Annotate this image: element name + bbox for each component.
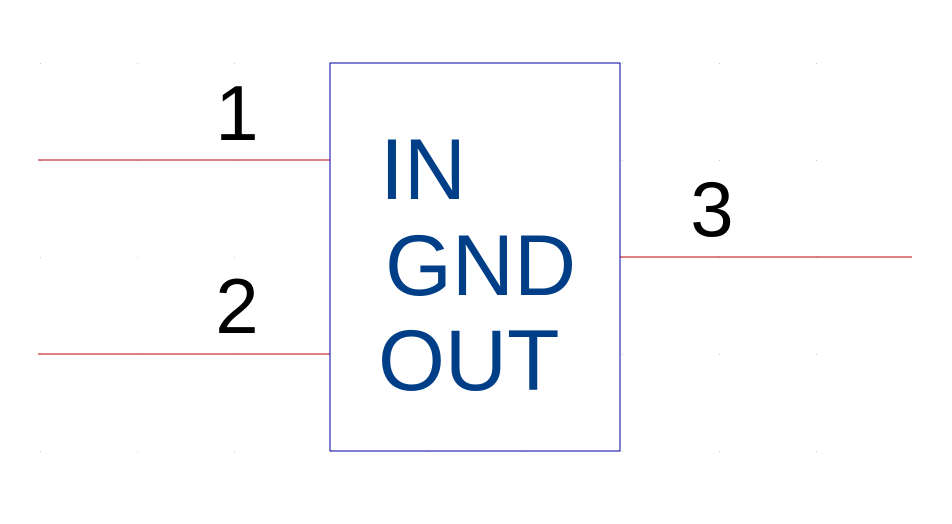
grid-dot	[719, 63, 720, 64]
grid-dot	[234, 451, 235, 452]
grid-dot	[622, 451, 623, 452]
pin-1-number: 1	[215, 69, 258, 157]
grid-dot	[719, 354, 720, 355]
grid-dot	[622, 63, 623, 64]
grid-dot	[816, 160, 817, 161]
grid-dot	[40, 451, 41, 452]
grid-dot	[622, 160, 623, 161]
pin-3-number: 3	[690, 165, 733, 253]
grid-dot	[137, 257, 138, 258]
grid-dot	[40, 63, 41, 64]
grid-dot	[234, 257, 235, 258]
grid-dot	[622, 354, 623, 355]
grid-dot	[40, 257, 41, 258]
grid-dot	[816, 451, 817, 452]
grid-dot	[816, 354, 817, 355]
grid-dot	[137, 63, 138, 64]
component-body[interactable]	[329, 62, 621, 452]
label-in: IN	[380, 122, 466, 218]
grid-dot	[719, 160, 720, 161]
grid-dot	[816, 63, 817, 64]
label-gnd: GND	[385, 218, 576, 314]
label-out: OUT	[378, 313, 560, 409]
pin-2-number: 2	[215, 262, 258, 350]
grid-dot	[719, 451, 720, 452]
grid-dot	[234, 63, 235, 64]
grid-dot	[137, 451, 138, 452]
